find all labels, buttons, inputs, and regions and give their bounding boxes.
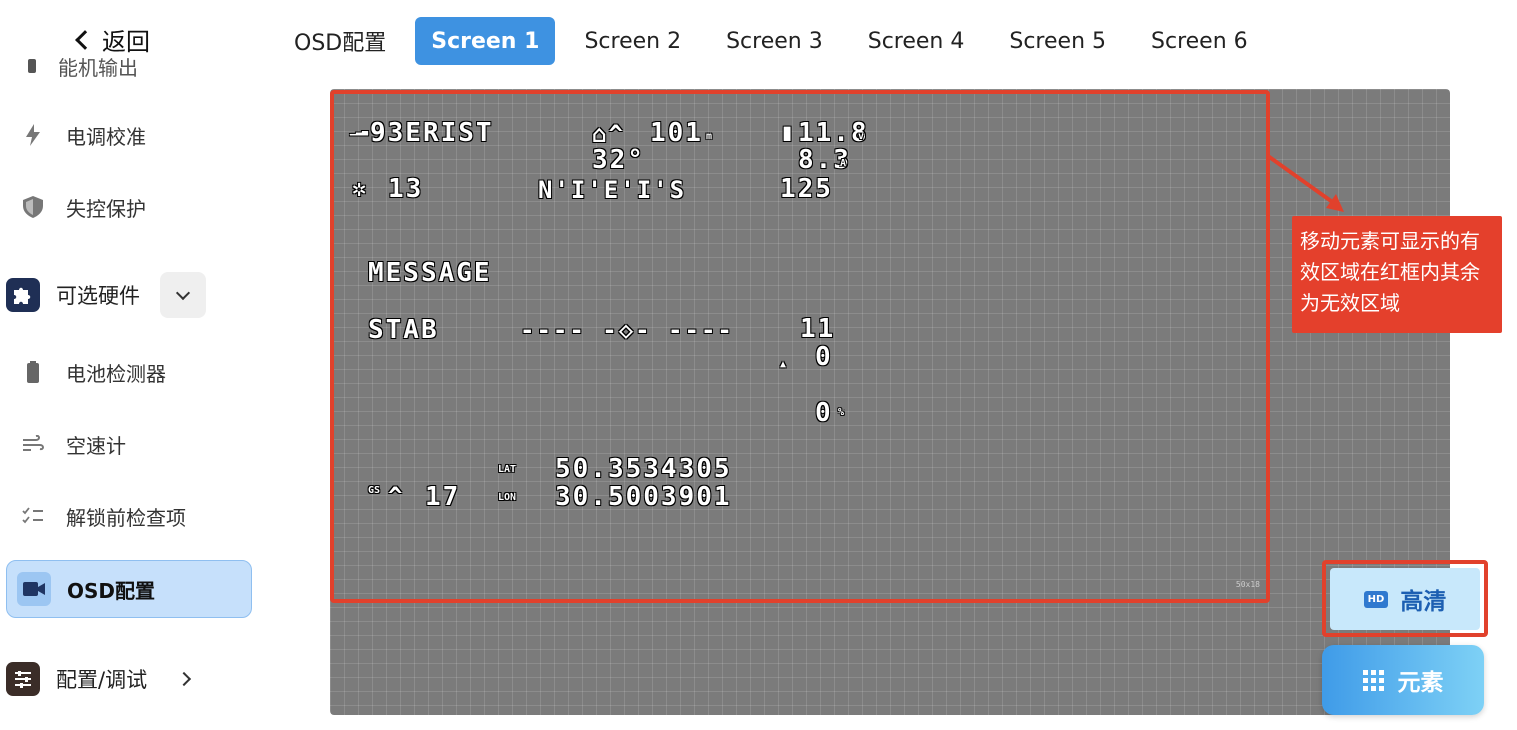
camera-icon [17,572,51,606]
osd-lon-label: LON [498,492,517,503]
back-label: 返回 [102,28,150,56]
tab-screen-3[interactable]: Screen 3 [726,28,823,54]
osd-sats[interactable]: 13 [388,174,424,204]
osd-altitude[interactable]: 11 [800,314,836,344]
sidebar-item-battery-monitor[interactable]: 电池检测器 [6,343,252,401]
osd-voltage-unit: v [858,131,865,142]
valid-area-frame: 50x18 [330,90,1270,603]
tab-screen-4[interactable]: Screen 4 [867,28,965,54]
expand-toggle[interactable] [160,272,206,318]
valid-area-annotation: 移动元素可显示的有效区域在红框内其余为无效区域 [1292,216,1502,333]
osd-battery-voltage[interactable]: 11.8 [798,118,869,148]
osd-mah[interactable]: 125 [780,174,833,204]
osd-heading-bar[interactable]: N'I'E'I'S [538,176,687,204]
resolution-label: 50x18 [1235,580,1260,589]
hd-button-highlight: HD 高清 [1322,560,1488,637]
satellite-icon: ✲ [352,174,369,202]
osd-message[interactable]: MESSAGE [368,258,492,288]
sidebar-item-prearm-checks[interactable]: 解锁前检查项 [6,487,252,545]
osd-rssi[interactable]: 93ERIST [370,118,494,148]
osd-home-unit: m [706,131,713,142]
elements-button-label: 元素 [1397,670,1444,696]
group-label: 配置/调试 [56,668,148,692]
group-config-debug[interactable]: 配置/调试 [6,655,192,703]
osd-canvas[interactable] [330,89,1450,715]
battery-icon [22,361,44,383]
rssi-icon: ▁▂▃ [350,125,369,136]
osd-current-unit: A [840,158,847,169]
osd-ground-speed[interactable]: 17 [425,482,461,512]
sidebar-item-label: OSD配置 [67,578,156,603]
sidebar-item-label: 电调校准 [66,124,146,149]
sidebar-item-failsafe[interactable]: 失控保护 [6,178,252,236]
sidebar-item-osd-config[interactable]: OSD配置 [6,560,252,618]
chevron-right-icon[interactable] [177,671,192,687]
chevron-down-icon [175,285,191,301]
osd-gs-label: GS [368,485,381,496]
climb-arrow-icon: ▲ [780,359,787,370]
back-button[interactable]: 返回 [72,22,156,57]
sidebar-item-label: 电池检测器 [66,361,166,386]
elements-button[interactable]: 元素 [1322,645,1484,715]
osd-home-distance[interactable]: 101 [650,118,703,148]
shield-icon [22,196,44,218]
tab-screen-5[interactable]: Screen 5 [1009,28,1107,54]
home-icon: ⌂^ [592,120,625,148]
sidebar-item-label: 解锁前检查项 [66,505,186,530]
osd-throttle[interactable]: 0 [815,398,833,428]
osd-temperature[interactable]: 32° [592,145,645,175]
sidebar-item-label: 失控保护 [66,196,146,221]
sidebar-item-airspeed[interactable]: 空速计 [6,415,252,473]
grid-icon [1362,669,1384,691]
chevron-left-icon [75,29,95,50]
sliders-icon [6,662,40,696]
lightning-icon [22,124,44,146]
battery-osd-icon: ▮ [780,118,797,146]
tab-screen-2[interactable]: Screen 2 [584,28,682,54]
checklist-icon [22,505,44,527]
osd-horizon[interactable]: ---- -◇- ---- [520,316,734,344]
osd-climb[interactable]: 0 [815,342,833,372]
sidebar-item-esc-calibration[interactable]: 电调校准 [6,106,252,164]
tab-screen-1[interactable]: Screen 1 [415,17,556,65]
battery-small-icon [28,59,36,73]
hd-button-label: 高清 [1400,589,1447,615]
hd-button[interactable]: HD 高清 [1330,568,1480,630]
wind-icon [22,433,44,455]
osd-current[interactable]: 8.3 [798,145,851,175]
sidebar-item-label: 能机输出 [58,55,138,80]
gs-arrow-icon: ^ [388,482,405,510]
group-optional-hardware[interactable]: 可选硬件 [6,271,206,319]
osd-latitude[interactable]: 50.3534305 [555,454,732,484]
sidebar-item-motor-output[interactable]: 能机输出 [28,52,138,80]
tab-osd-config[interactable]: OSD配置 [294,31,387,56]
hd-icon: HD [1363,590,1389,608]
tab-screen-6[interactable]: Screen 6 [1151,28,1248,54]
osd-throttle-unit: % [838,407,845,418]
osd-lat-label: LAT [498,464,517,475]
screen-tabs: OSD配置 Screen 1 Screen 2 Screen 3 Screen … [278,17,1277,65]
osd-flight-mode[interactable]: STAB [368,315,439,345]
group-label: 可选硬件 [56,284,140,308]
puzzle-icon [6,278,40,312]
sidebar: 能机输出 返回 电调校准 失控保护 可选硬件 电池检测器 [0,0,270,730]
sidebar-item-label: 空速计 [66,433,126,458]
osd-longitude[interactable]: 30.5003901 [555,482,732,512]
arrow-icon [1266,154,1344,212]
